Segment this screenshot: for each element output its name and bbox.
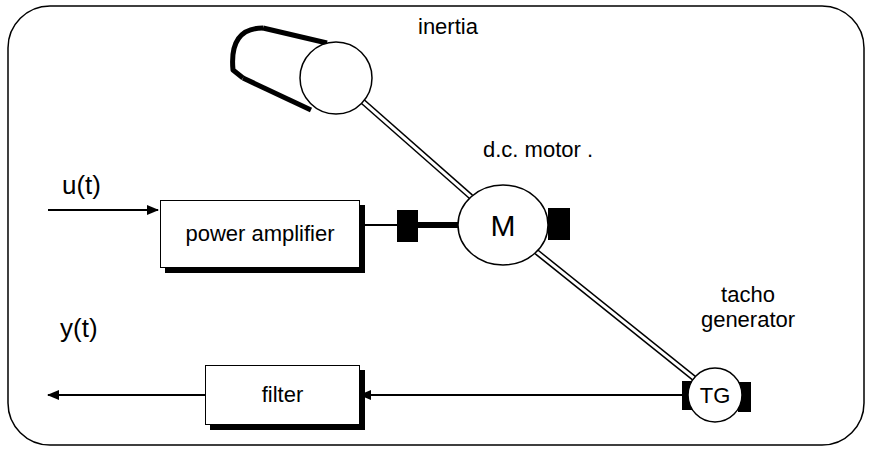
- inertia-outline: [215, 20, 380, 120]
- shaft-outline: [536, 252, 694, 378]
- signal-name: u(t): [62, 172, 101, 198]
- cylinder-face: [300, 42, 372, 114]
- tacho-node: tacho generatorTG: [682, 366, 752, 424]
- motor-lead: [418, 222, 458, 228]
- tacho-heading: tacho generator: [693, 282, 803, 333]
- signal-wire: [360, 225, 397, 226]
- filter-box: filter: [205, 365, 360, 425]
- motor-circle: [458, 185, 548, 265]
- wire-line: [360, 394, 682, 396]
- motor-outline: [397, 183, 570, 267]
- motor-terminal: [397, 210, 418, 242]
- cylinder-back: [233, 28, 263, 78]
- inertia-node: inertia: [215, 20, 380, 120]
- signal-wire: [360, 395, 682, 396]
- motor-node: d.c. motor .M: [397, 183, 570, 267]
- outer-frame: [8, 6, 864, 445]
- wire-line: [360, 224, 397, 226]
- cylinder-edge: [263, 28, 327, 43]
- shaft-core: [536, 252, 694, 378]
- box-label: filter: [262, 382, 304, 407]
- input-arrow: [48, 209, 158, 211]
- inertia-heading: inertia: [418, 14, 478, 39]
- shaft: [536, 252, 694, 378]
- output-arrow: [48, 394, 205, 396]
- motor-letter: M: [491, 211, 516, 241]
- tacho-letter: TG: [700, 385, 731, 407]
- tacho-circle: [688, 368, 742, 422]
- motor-terminal: [548, 208, 570, 240]
- signal-name: y(t): [60, 315, 98, 341]
- motor-heading: d.c. motor .: [483, 137, 593, 162]
- amplifier-box: power amplifier: [160, 200, 360, 268]
- spacer: [418, 185, 588, 265]
- box-label: power amplifier: [185, 221, 334, 246]
